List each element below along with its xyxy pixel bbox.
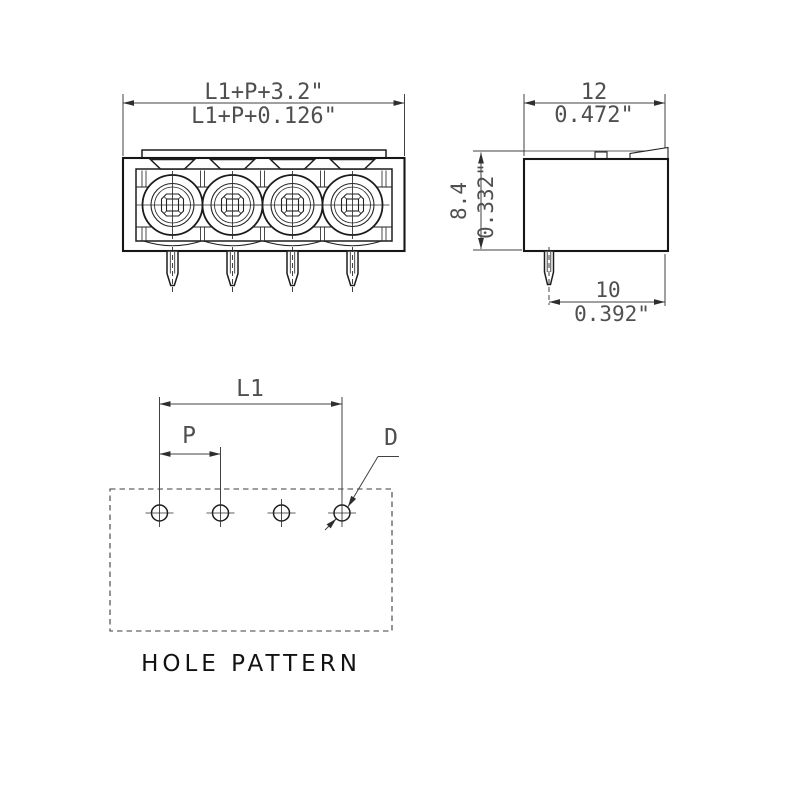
hole-2 <box>205 498 236 528</box>
side-width-inch-label: 0.472" <box>554 103 633 128</box>
pin-2 <box>226 246 239 293</box>
side-height-dimension: 8.4 0.332" <box>447 150 524 251</box>
pcb-outline-dashed <box>109 488 393 632</box>
pin-4 <box>346 246 359 293</box>
side-pin-offset-dimension: 10 0.392" <box>549 254 666 326</box>
side-view: 12 0.472" 8.4 0.332" <box>447 80 670 326</box>
pin-1 <box>166 246 179 293</box>
front-dim-mm-label: L1+P+3.2" <box>204 80 323 105</box>
front-view: L1+P+3.2" L1+P+0.126" <box>121 80 406 293</box>
pin-3 <box>286 246 299 293</box>
side-height-mm-label: 8.4 <box>447 182 471 220</box>
l1-label: L1 <box>236 376 264 402</box>
hole-pattern-l1-dimension: L1 <box>159 376 343 499</box>
latch-bump <box>594 151 608 160</box>
hole-pattern-d-leader: D <box>324 425 399 531</box>
top-flange <box>141 149 387 159</box>
d-label: D <box>384 425 398 451</box>
scallop-3 <box>263 240 322 247</box>
scallop-2 <box>203 240 262 247</box>
side-pin-mm-label: 10 <box>595 278 620 302</box>
front-dim-inch-label: L1+P+0.126" <box>191 104 337 129</box>
hole-1 <box>144 498 175 528</box>
side-pin-inch-label: 0.392" <box>574 302 650 326</box>
front-connector-body <box>121 149 406 293</box>
body-outline <box>522 157 670 253</box>
hole-pattern-caption: HOLE PATTERN <box>141 651 361 677</box>
hole-pattern-view: L1 P D HOLE PATTERN <box>109 376 399 677</box>
side-connector-body <box>522 146 670 305</box>
side-width-mm-label: 12 <box>581 80 608 105</box>
side-height-inch-label: 0.332" <box>474 163 498 239</box>
hole-pattern-p-dimension: P <box>159 423 221 499</box>
scallop-1 <box>143 240 202 247</box>
leader-line-opposite <box>324 518 337 531</box>
scallop-4 <box>323 240 382 247</box>
leader-line <box>347 456 379 508</box>
p-label: P <box>182 423 196 449</box>
side-width-dimension: 12 0.472" <box>523 80 666 156</box>
hole-3 <box>266 498 297 528</box>
front-overall-dimension: L1+P+3.2" L1+P+0.126" <box>122 80 405 156</box>
latch-wedge <box>629 146 669 159</box>
side-pin <box>543 247 555 305</box>
